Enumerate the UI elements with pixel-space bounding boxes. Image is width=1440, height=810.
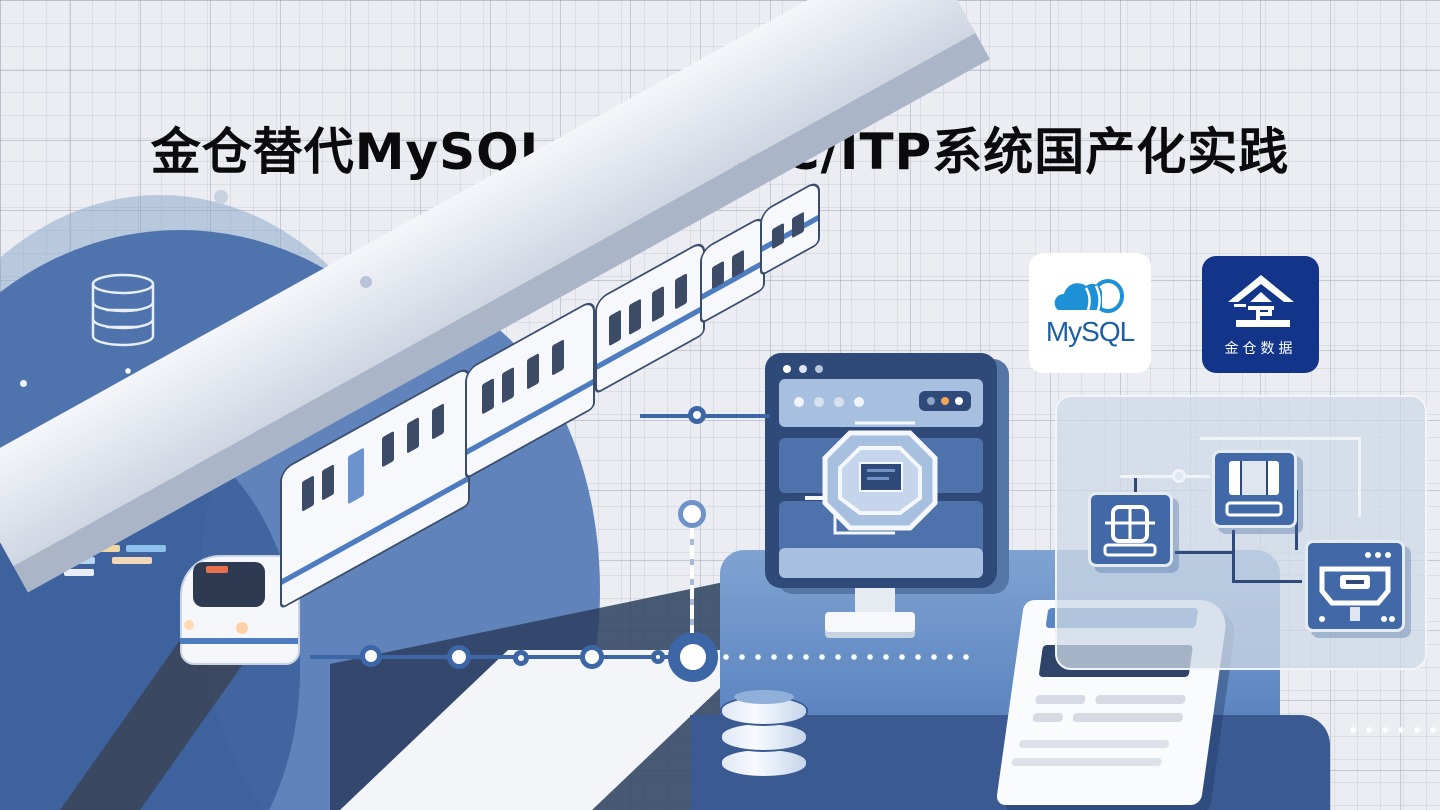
decorative-dot [360, 276, 372, 288]
server-monitor-icon [765, 353, 997, 588]
database-icon [88, 272, 158, 352]
kingbase-logo: 金仓数据 [1202, 256, 1319, 373]
mysql-logo-label: MySQL [1045, 316, 1135, 347]
mysql-logo: MySQL [1029, 253, 1151, 373]
mysql-cloud-icon [1054, 279, 1124, 313]
turnstile-icon [1088, 492, 1173, 567]
decorative-dot [214, 190, 228, 204]
kingbase-logo-label: 金仓数据 [1224, 340, 1297, 357]
kingbase-house-icon [1227, 274, 1294, 327]
status-indicator [919, 391, 971, 411]
monitor-base [825, 612, 915, 632]
card-reader-icon [1305, 540, 1405, 632]
ticket-gate-icon [1212, 450, 1297, 528]
train-destination-display [206, 566, 228, 573]
train-windshield [193, 562, 265, 607]
decorative-dot [20, 380, 27, 387]
